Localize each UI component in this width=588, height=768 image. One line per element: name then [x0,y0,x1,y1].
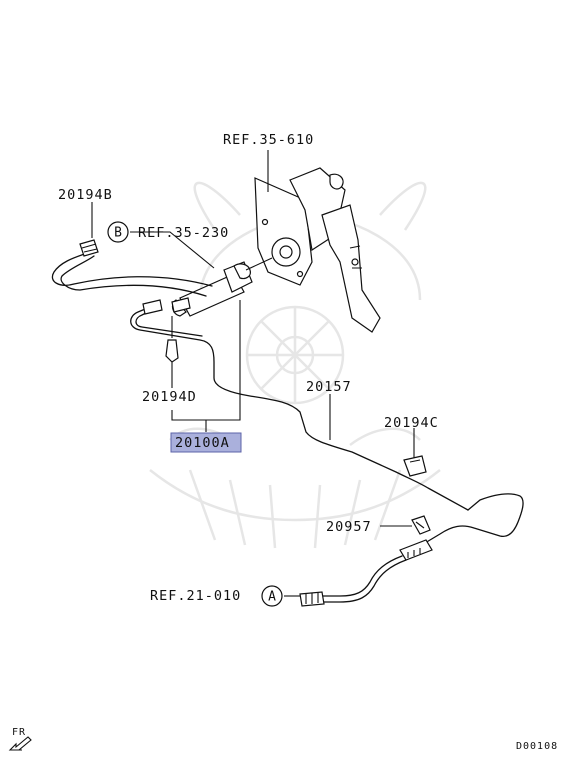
ref-21-010-label: REF.21-010 [150,588,241,604]
clutch-pipe [130,299,524,607]
leader-lines [91,150,415,597]
part-20957-label[interactable]: 20957 [326,519,372,535]
part-20194c-label[interactable]: 20194C [384,415,439,431]
part-20157-label[interactable]: 20157 [306,379,352,395]
front-direction-arrow-icon: FR [8,727,32,751]
circle-a-label: A [268,590,276,605]
part-20100a-label[interactable]: 20100A [175,435,230,451]
part-20100a-highlight[interactable]: 20100A [170,432,242,453]
part-20194d-label[interactable]: 20194D [142,389,197,405]
part-20194b-label[interactable]: 20194B [58,187,113,203]
ref-35-230-label: REF.35-230 [138,225,229,241]
circle-b-label: B [114,226,122,241]
hose-joint [165,297,191,363]
pedal-bracket-assembly [254,167,381,333]
diagram-code: D00108 [516,741,558,752]
reservoir-hose [51,239,213,297]
circle-b-marker: B [107,221,129,243]
clamp-part [411,515,431,535]
circle-a-marker: A [261,585,283,607]
clip-part [403,455,427,477]
ref-35-610-label: REF.35-610 [223,132,314,148]
direction-label: FR [12,727,26,738]
